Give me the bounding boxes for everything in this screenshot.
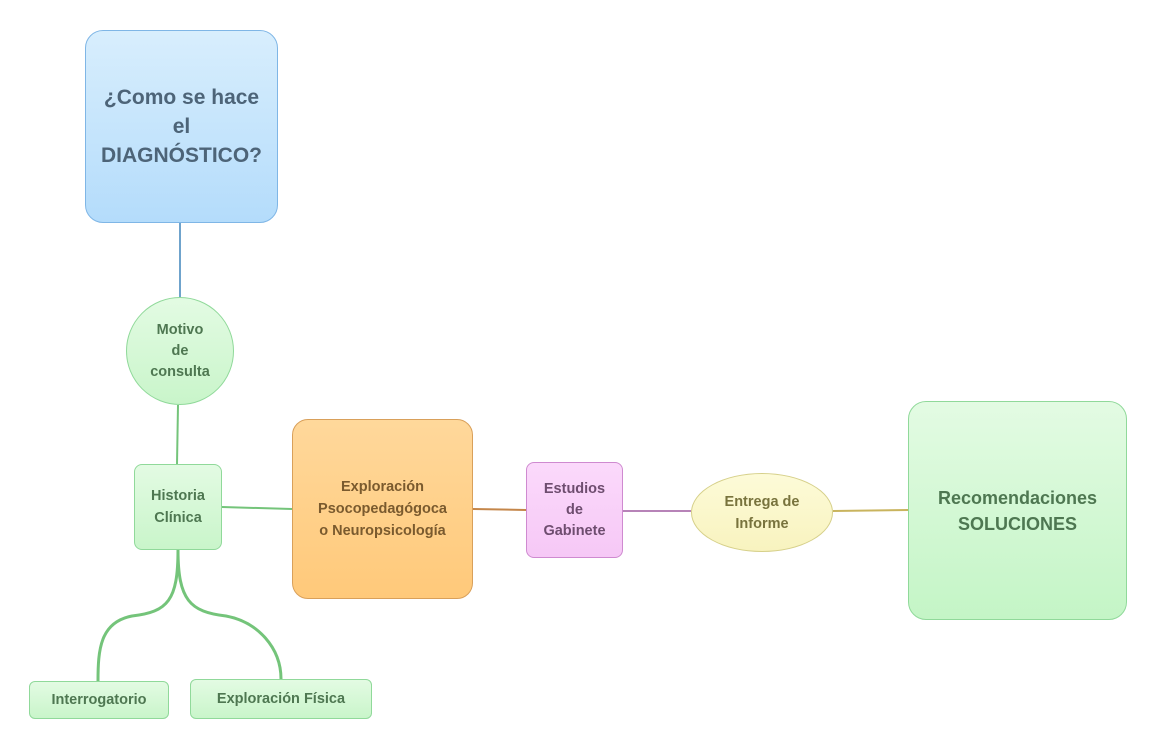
node-diagnostico[interactable]: ¿Como se hace el DIAGNÓSTICO? (85, 30, 278, 223)
node-exploracion-fisica-label: Exploración Física (216, 691, 346, 707)
edge-historia-interrogatorio (96, 549, 180, 682)
node-interrogatorio-label: Interrogatorio (51, 692, 147, 708)
edge-entrega-recomendaciones (832, 509, 909, 512)
node-motivo-label: Motivo de consulta (150, 321, 210, 380)
edge-historia-exploracion-fisica (176, 549, 283, 680)
node-entrega-label: Entrega de Informe (724, 493, 800, 532)
node-estudios-label: Estudios de Gabinete (543, 480, 606, 539)
node-estudios-de-gabinete[interactable]: Estudios de Gabinete (526, 462, 623, 558)
node-entrega-de-informe[interactable]: Entrega de Informe (691, 473, 833, 552)
node-recomendaciones[interactable]: Recomendaciones SOLUCIONES (908, 401, 1127, 620)
edge-exploracion-psico-estudios (472, 508, 527, 511)
edge-historia-exploracion-psico (221, 506, 293, 510)
node-exploracion-psicopedagogica[interactable]: Exploración Psocopedagógoca o Neuropsico… (292, 419, 473, 599)
node-motivo-de-consulta[interactable]: Motivo de consulta (126, 297, 234, 405)
node-interrogatorio[interactable]: Interrogatorio (29, 681, 169, 719)
node-exploracion-psico-label: Exploración Psocopedagógoca o Neuropsico… (318, 479, 447, 539)
node-exploracion-fisica[interactable]: Exploración Física (190, 679, 372, 719)
node-historia-clinica[interactable]: Historia Clínica (134, 464, 222, 550)
node-recomendaciones-label: Recomendaciones SOLUCIONES (937, 487, 1098, 534)
node-historia-label: Historia Clínica (151, 488, 205, 526)
edge-motivo-historia (176, 404, 179, 465)
node-diagnostico-label: ¿Como se hace el DIAGNÓSTICO? (101, 86, 262, 167)
